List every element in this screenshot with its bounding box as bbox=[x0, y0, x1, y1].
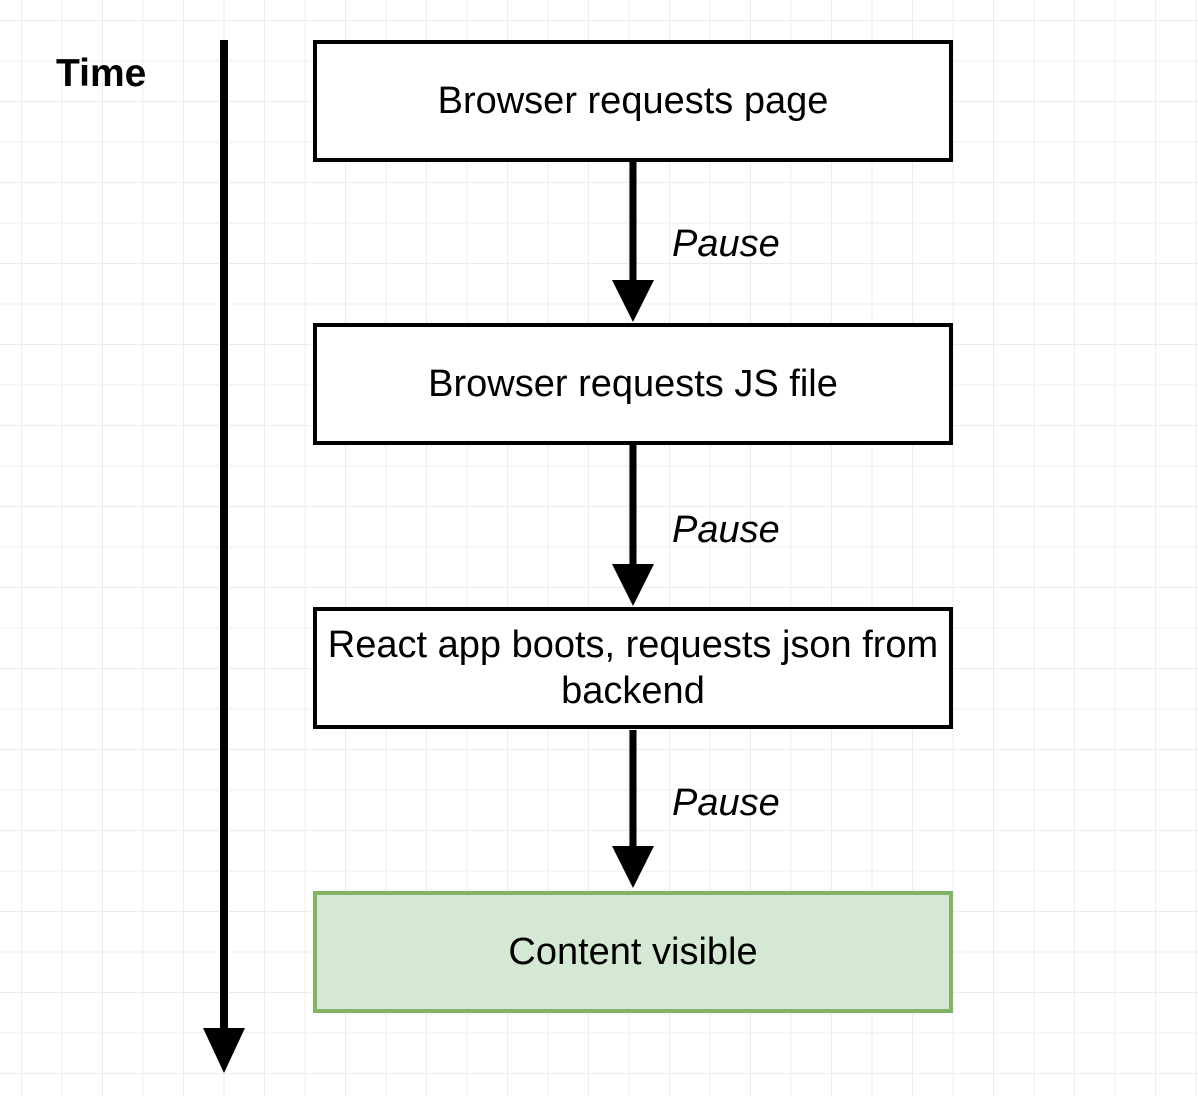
time-axis-arrowhead bbox=[203, 1028, 245, 1073]
step-box-2: Browser requests JS file bbox=[313, 323, 953, 445]
connector-arrowhead-2 bbox=[612, 564, 654, 606]
connector-arrowhead-3 bbox=[612, 846, 654, 888]
step-box-4: Content visible bbox=[313, 891, 953, 1013]
step-label-3: React app boots, requests json from back… bbox=[327, 624, 939, 712]
step-label-1: Browser requests page bbox=[437, 80, 829, 122]
pause-label-2: Pause bbox=[672, 509, 780, 551]
step-box-3: React app boots, requests json from back… bbox=[313, 607, 953, 729]
step-box-1: Browser requests page bbox=[313, 40, 953, 162]
step-label-4: Content visible bbox=[508, 931, 758, 973]
step-label-2: Browser requests JS file bbox=[428, 363, 838, 405]
pause-label-3: Pause bbox=[672, 782, 780, 824]
time-label: Time bbox=[56, 52, 147, 95]
connector-arrowhead-1 bbox=[612, 280, 654, 322]
pause-label-1: Pause bbox=[672, 223, 780, 265]
